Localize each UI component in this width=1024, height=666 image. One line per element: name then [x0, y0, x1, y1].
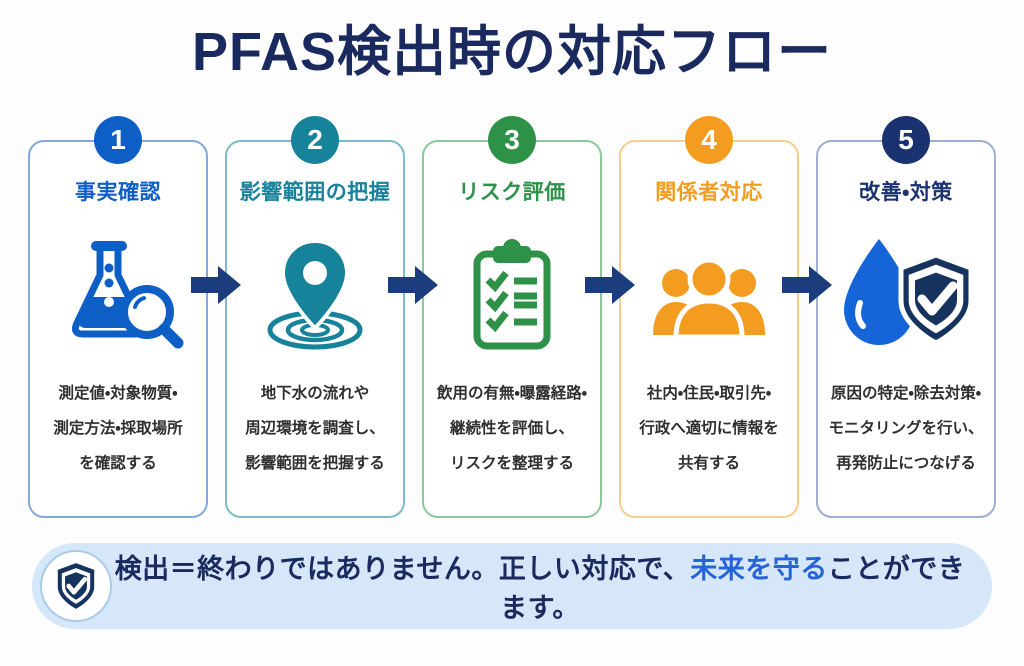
flow-steps-row: 1 事実確認 測定値・対象物質・ 測定方法・採取場所 を確認する 2 影響範囲の…	[28, 116, 996, 518]
step-description: 原因の特定・除去対策・ モニタリングを行い、 再発防止につなげる	[828, 385, 984, 472]
location-pin-ripple-icon	[227, 214, 403, 374]
step-card-risk-assessment: 3 リスク評価 飲用の有無・曝露経路・ 継続性を評価し、	[422, 116, 602, 518]
step-description: 測定値・対象物質・ 測定方法・採取場所 を確認する	[53, 385, 183, 472]
step-number-badge: 4	[685, 116, 733, 164]
step-description: 飲用の有無・曝露経路・ 継続性を評価し、 リスクを整理する	[436, 385, 588, 472]
step-title: 改善・対策	[859, 181, 953, 204]
step-description: 地下水の流れや 周辺環境を調査し、 影響範囲を把握する	[245, 385, 385, 472]
flow-arrow-icon	[191, 266, 241, 304]
checklist-clipboard-icon	[424, 214, 600, 374]
step-title: 関係者対応	[655, 181, 763, 204]
step-card-impact-scope: 2 影響範囲の把握 地下水の流れや 周辺環境を調査し、 影響範囲を把握する	[225, 116, 405, 518]
step-number-badge: 5	[882, 116, 930, 164]
summary-text: 検出＝終わりではありません。正しい対応で、未来を守ることができます。	[114, 554, 966, 623]
flask-magnifier-icon	[30, 214, 206, 374]
step-description: 社内・住民・取引先・ 行政へ適切に情報を 共有する	[639, 385, 779, 472]
step-card-stakeholder-response: 4 関係者対応 社内・住民・取引先・ 行政へ適切に情報を 共有する	[619, 116, 799, 518]
page-title: PFAS検出時の対応フロー	[191, 22, 833, 82]
step-number-badge: 2	[291, 116, 339, 164]
flow-arrow-icon	[782, 266, 832, 304]
step-number-badge: 3	[488, 116, 536, 164]
step-card-fact-check: 1 事実確認 測定値・対象物質・ 測定方法・採取場所 を確認する	[28, 116, 208, 518]
people-group-icon	[621, 214, 797, 374]
step-title: 影響範囲の把握	[239, 181, 391, 204]
highlight-text: 未来を守る	[690, 554, 828, 584]
flow-arrow-icon	[585, 266, 635, 304]
shield-check-icon	[40, 550, 112, 622]
step-title: 事実確認	[75, 181, 161, 204]
step-title: リスク評価	[458, 181, 566, 204]
step-number-badge: 1	[94, 116, 142, 164]
flow-arrow-icon	[388, 266, 438, 304]
summary-banner: 検出＝終わりではありません。正しい対応で、未来を守ることができます。	[32, 543, 992, 629]
water-drop-shield-icon	[818, 214, 994, 374]
step-card-improvement: 5 改善・対策 原因の特定・除去対策・ モニタリングを行い、 再発防止につなげる	[816, 116, 996, 518]
